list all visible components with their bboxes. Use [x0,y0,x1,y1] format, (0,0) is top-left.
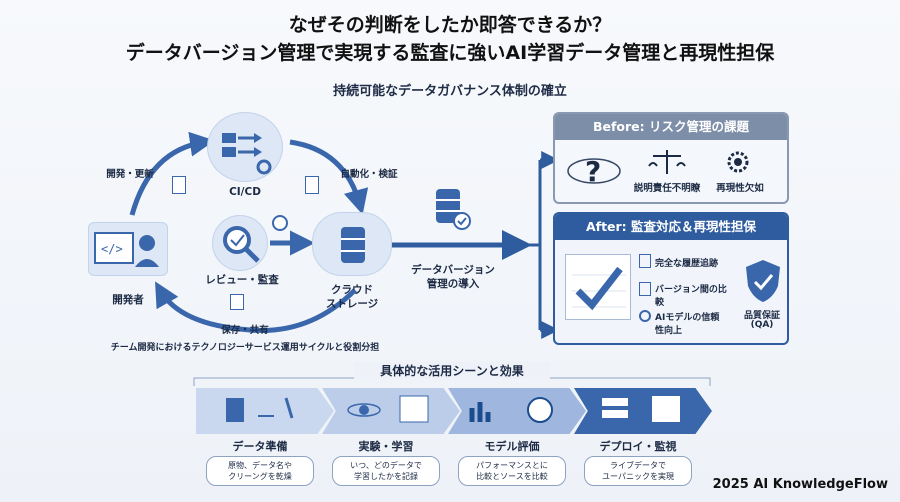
document-icon [172,176,186,194]
before-panel: Before: リスク管理の課題 ? 説明責任不明瞭 再現性欠如 [553,112,789,204]
scene-step-2 [322,388,460,434]
cloud-label-line2: ストレージ [325,298,379,310]
arrow-cicd-to-cloud [289,139,369,215]
adoption-db-node [432,185,472,231]
scene-desc-1: 原物、データ名や クリーングを乾燥 [206,456,314,486]
scale-icon [647,148,687,176]
scene-label-2: 実験・学習 [358,440,414,453]
cloud-node [312,212,392,276]
gear-icon [639,310,651,322]
before-header: Before: リスク管理の課題 [555,114,787,140]
database-check-icon [436,189,471,230]
adoption-line1: データバージョン [411,264,495,276]
scene-desc-2-line2: 学習したかを記録 [354,472,418,481]
review-label: レビュー・監査 [205,274,279,286]
automation-label: 自動化・検証 [340,169,398,180]
deploy-icon [602,396,680,422]
database-icon [341,227,365,263]
pipeline-icon [222,133,272,175]
magnifier-icon [223,226,260,263]
page-title-line1: なぜその判断をしたか即答できるか？ [288,14,612,36]
scene-desc-3-line2: 比較とソースを比較 [476,472,548,481]
store-share-label: 保存・共有 [221,325,269,336]
review-node [212,215,268,271]
arrow-dev-to-cicd [129,131,215,216]
document-icon [305,176,319,194]
developer-label: 開発者 [112,294,144,306]
scene-desc-1-line1: 原物、データ名や [228,461,292,470]
scene-label-3: モデル評価 [484,440,540,453]
compare-icon [639,282,651,296]
arrow-cloud-to-dev [155,281,357,333]
cicd-label: CI/CD [229,186,261,198]
scene-step-3 [448,388,586,434]
developer-icon: </> [94,232,159,267]
after-panel: After: 監査対応＆再現性担保 完全な履歴追跡 バージョン間の比較 AIモデ… [553,212,789,345]
gear-icon [723,148,753,176]
developer-node: </> [88,222,168,276]
experiment-icon [347,395,429,423]
scene-desc-3: パフォーマンスとに 比較とソースを比較 [458,456,566,486]
cloud-label-line1: クラウド [331,284,373,296]
data-prep-icon [226,397,294,422]
after-item-3: AIモデルの信頼性向上 [655,313,720,336]
page-title-line2: データバージョン管理で実現する監査に強いAI学習データ管理と再現性担保 [125,42,775,64]
adoption-line2: 管理の導入 [426,278,480,290]
scenes-title: 具体的な活用シーンと効果 [354,362,550,379]
scene-desc-4: ライブデータで ユーパニックを実現 [584,456,692,486]
svg-text:?: ? [585,155,601,188]
scene-label-4: デプロイ・監視 [599,440,677,453]
scene-desc-2: いつ、どのデータで 学習したかを記録 [332,456,440,486]
cicd-node [207,112,283,182]
scene-step-4 [574,388,712,434]
document-icon [230,294,244,310]
scene-label-1: データ準備 [232,440,288,453]
scene-step-1 [196,388,334,434]
qa-label-line1: 品質保証 [743,311,780,321]
scene-desc-4-line1: ライブデータで [610,461,666,470]
after-item-1: 完全な履歴追跡 [655,259,719,269]
svg-text:</>: </> [101,242,123,256]
check-icon [272,215,288,231]
scene-desc-3-line1: パフォーマンスとに [476,461,548,470]
after-header: After: 監査対応＆再現性担保 [555,214,787,240]
after-item-2: バージョン間の比較 [655,285,727,308]
scene-desc-2-line1: いつ、どのデータで [350,461,422,470]
scene-desc-1-line2: クリーングを乾燥 [228,472,292,481]
before-item-1: 説明責任不明瞭 [633,183,701,194]
scene-desc-4-line2: ユーパニックを実現 [602,472,674,481]
before-item-2: 再現性欠如 [716,183,764,194]
chart-check-icon [565,254,631,320]
shield-check-icon [743,258,783,304]
history-icon [639,254,651,268]
page-subtitle: 持続可能なデータガバナンス体制の確立 [333,84,567,99]
question-icon: ? [565,146,623,196]
evaluation-icon [469,397,553,423]
team-caption: チーム開発におけるテクノロジーサービス運用サイクルと役割分担 [110,343,380,353]
footer-credit: 2025 AI KnowledgeFlow [712,477,888,492]
dev-update-label: 開発・更新 [106,169,154,180]
qa-label-line2: (QA) [750,320,774,330]
